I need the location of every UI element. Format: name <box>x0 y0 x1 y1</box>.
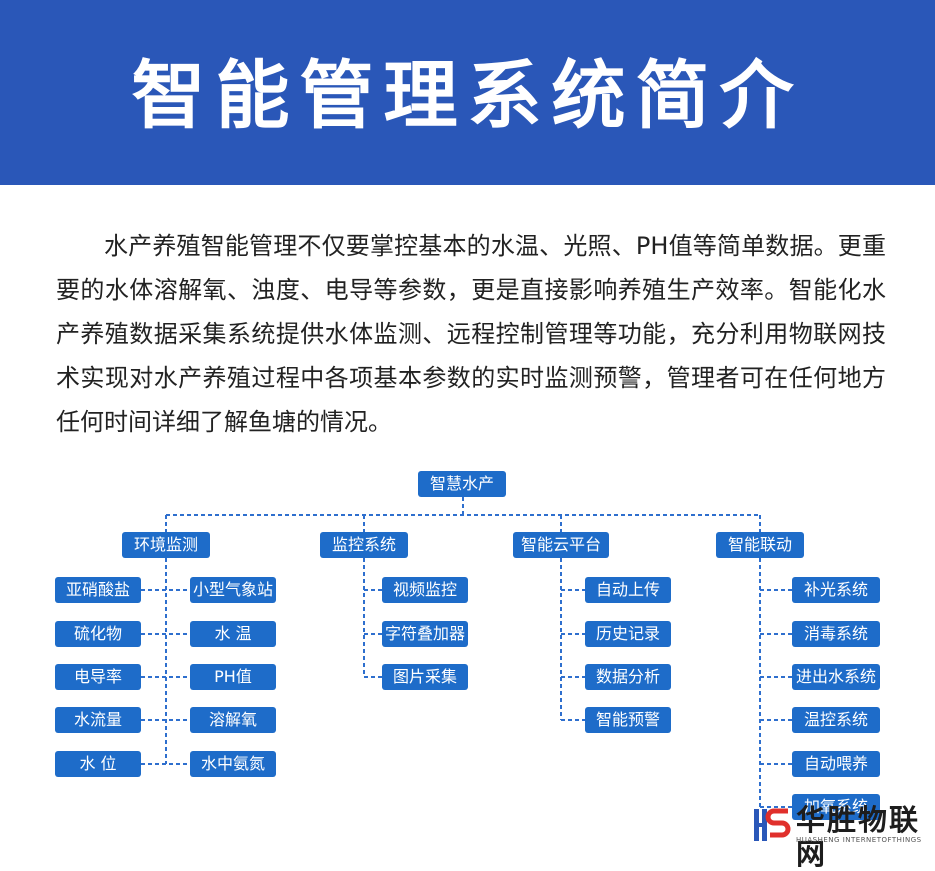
node-monitoring-3: 图片采集 <box>382 664 468 690</box>
node-category-environment: 环境监测 <box>122 532 210 558</box>
intro-paragraph: 水产养殖智能管理不仅要掌控基本的水温、光照、PH值等简单数据。更重要的水体溶解氧… <box>56 232 886 436</box>
node-linkage-6: 加氧系统 <box>792 794 880 820</box>
node-cloud-4: 智能预警 <box>585 707 671 733</box>
node-linkage-1: 补光系统 <box>792 577 880 603</box>
node-cloud-3: 数据分析 <box>585 664 671 690</box>
brand-logo: 华胜物联网 HUASHENG INTERNETOFTHINGS <box>752 803 935 871</box>
brand-logo-subtitle: HUASHENG INTERNETOFTHINGS <box>796 836 922 844</box>
node-linkage-3: 进出水系统 <box>792 664 880 690</box>
node-env-left-5: 水 位 <box>55 751 141 777</box>
diagram-connectors <box>141 497 792 808</box>
node-category-cloud-platform: 智能云平台 <box>513 532 609 558</box>
node-linkage-5: 自动喂养 <box>792 751 880 777</box>
page-title: 智能管理系统简介 <box>131 53 804 139</box>
node-linkage-2: 消毒系统 <box>792 621 880 647</box>
node-env-right-4: 溶解氧 <box>190 707 276 733</box>
header-banner: 智能管理系统简介 <box>0 0 935 185</box>
node-env-left-3: 电导率 <box>55 664 141 690</box>
node-monitoring-1: 视频监控 <box>382 577 468 603</box>
node-env-left-1: 亚硝酸盐 <box>55 577 141 603</box>
node-linkage-4: 温控系统 <box>792 707 880 733</box>
node-cloud-1: 自动上传 <box>585 577 671 603</box>
node-env-left-2: 硫化物 <box>55 621 141 647</box>
node-cloud-2: 历史记录 <box>585 621 671 647</box>
node-category-linkage: 智能联动 <box>716 532 804 558</box>
node-env-right-1: 小型气象站 <box>190 577 276 603</box>
brand-logo-icon <box>754 808 791 841</box>
node-env-left-4: 水流量 <box>55 707 141 733</box>
node-env-right-3: PH值 <box>190 664 276 690</box>
node-env-right-5: 水中氨氮 <box>190 751 276 777</box>
node-env-right-2: 水 温 <box>190 621 276 647</box>
node-monitoring-2: 字符叠加器 <box>382 621 468 647</box>
node-category-monitoring: 监控系统 <box>320 532 408 558</box>
node-root: 智慧水产 <box>418 471 506 497</box>
